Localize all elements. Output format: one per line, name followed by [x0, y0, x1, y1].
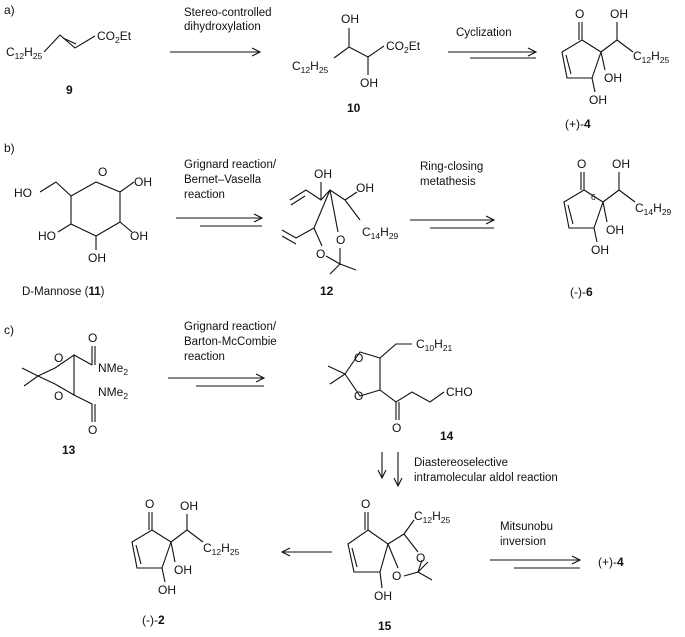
compound-15-structure: O C12H25 O O OH — [347, 497, 451, 603]
o-label: O — [316, 247, 325, 261]
reaction-arrow-down-multistep — [377, 452, 403, 488]
compound-4-structure: O OH C12H25 OH OH — [561, 7, 670, 107]
o-label: O — [392, 569, 401, 583]
panel-c-label: c) — [4, 323, 14, 337]
reaction-arrow-multistep — [176, 213, 264, 227]
compound-13-number: 13 — [62, 443, 76, 457]
c14h29-label: C14H29 — [635, 201, 672, 217]
o-label: O — [354, 351, 363, 365]
reaction-arrow-multistep — [410, 215, 496, 229]
compound-2-number: (-)-2 — [142, 613, 165, 627]
carbonyl-o: O — [145, 497, 154, 511]
reaction-arrow-multistep — [448, 47, 538, 59]
reaction-c-step3-line2: inversion — [500, 536, 546, 548]
oh-label: OH — [360, 76, 378, 90]
c6-locant: 6 — [591, 192, 596, 202]
reaction-b-step1-line1: Grignard reaction/ — [184, 159, 277, 171]
c14h29-label: C14H29 — [362, 225, 399, 241]
compound-10-structure: C12H25 OH OH CO2Et — [292, 12, 421, 90]
nme2-label: NMe2 — [98, 385, 128, 401]
o-label: O — [416, 551, 425, 565]
o-label: O — [336, 233, 345, 247]
o-label: O — [54, 351, 63, 365]
c12h25-label: C12H25 — [633, 49, 670, 65]
oh-label: OH — [612, 157, 630, 171]
nme2-label: NMe2 — [98, 361, 128, 377]
reaction-a-cyclization: Cyclization — [456, 27, 512, 39]
ho-label: HO — [14, 186, 32, 200]
reaction-c-step1-line1: Grignard reaction/ — [184, 321, 277, 333]
reaction-c-step3-line1: Mitsunobu — [500, 521, 553, 533]
reaction-arrow-left — [280, 547, 332, 557]
compound-2-structure: O OH C12H25 OH OH — [131, 497, 240, 597]
compound-14-structure: O O C10H21 O CHO — [327, 337, 473, 435]
oh-label: OH — [180, 499, 198, 513]
reaction-c-step1-line3: reaction — [184, 351, 225, 363]
o-label: O — [354, 389, 363, 403]
carbonyl-o: O — [88, 331, 97, 345]
oh-label: OH — [341, 12, 359, 26]
compound-10-number: 10 — [347, 101, 361, 115]
compound-11-structure: HO O OH OH OH HO — [14, 165, 152, 265]
reaction-c-step2-line1: Diastereoselective — [414, 457, 508, 469]
o-label: O — [54, 389, 63, 403]
c12h25-label: C12H25 — [6, 45, 43, 61]
co2et-label: CO2Et — [97, 29, 132, 45]
oh-label: OH — [591, 243, 609, 257]
oh-label: OH — [314, 167, 332, 181]
carbonyl-o: O — [577, 157, 586, 171]
carbonyl-o: O — [575, 7, 584, 21]
compound-9-structure: C12H25 CO2Et — [6, 29, 132, 61]
oh-label: OH — [356, 181, 374, 195]
compound-9-number: 9 — [66, 83, 73, 97]
compound-6-structure: O 6 OH C14H29 OH OH — [563, 157, 672, 257]
reaction-c-step2-line2: intramolecular aldol reaction — [414, 472, 558, 484]
reaction-arrow — [170, 47, 262, 57]
carbonyl-o: O — [361, 497, 370, 511]
c12h25-label: C12H25 — [203, 541, 240, 557]
c12h25-label: C12H25 — [414, 509, 451, 525]
oh-label: OH — [130, 229, 148, 243]
carbonyl-o: O — [88, 423, 97, 437]
reaction-b-step2-line1: Ring-closing — [420, 161, 483, 173]
co2et-label: CO2Et — [386, 39, 421, 55]
compound-4-product-number: (+)-4 — [598, 555, 624, 569]
oh-label: OH — [174, 563, 192, 577]
reaction-b-step1-line2: Bernet–Vasella — [184, 174, 262, 186]
ho-label: HO — [38, 229, 56, 243]
compound-13-structure: O O O NMe2 O NMe2 — [21, 331, 128, 437]
panel-b-label: b) — [4, 141, 15, 155]
reaction-b-step1-line3: reaction — [184, 189, 225, 201]
reaction-c-step1-line2: Barton-McCombie — [184, 336, 277, 348]
compound-14-number: 14 — [440, 429, 454, 443]
reaction-arrow-multistep — [168, 373, 266, 387]
panel-a-label: a) — [4, 3, 15, 17]
carbonyl-o: O — [392, 421, 401, 435]
compound-4-number: (+)-4 — [565, 117, 591, 131]
compound-12-structure: OH OH C14H29 O O — [281, 167, 399, 275]
ring-o: O — [98, 165, 107, 179]
oh-label: OH — [589, 93, 607, 107]
oh-label: OH — [604, 71, 622, 85]
reaction-a-step1-line2: dihydroxylation — [184, 21, 261, 33]
compound-15-number: 15 — [378, 619, 392, 633]
reaction-arrow-multistep — [490, 555, 582, 569]
oh-label: OH — [88, 251, 106, 265]
compound-11-label: D-Mannose (11) — [22, 286, 105, 298]
reaction-a-step1-line1: Stereo-controlled — [184, 7, 272, 19]
compound-12-number: 12 — [320, 284, 334, 298]
oh-label: OH — [158, 583, 176, 597]
cho-label: CHO — [446, 385, 473, 399]
c10h21-label: C10H21 — [416, 337, 453, 353]
oh-label: OH — [374, 589, 392, 603]
oh-label: OH — [134, 175, 152, 189]
oh-label: OH — [610, 7, 628, 21]
oh-label: OH — [606, 223, 624, 237]
reaction-b-step2-line2: metathesis — [420, 176, 476, 188]
c12h25-label: C12H25 — [292, 59, 329, 75]
compound-6-number: (-)-6 — [570, 285, 593, 299]
